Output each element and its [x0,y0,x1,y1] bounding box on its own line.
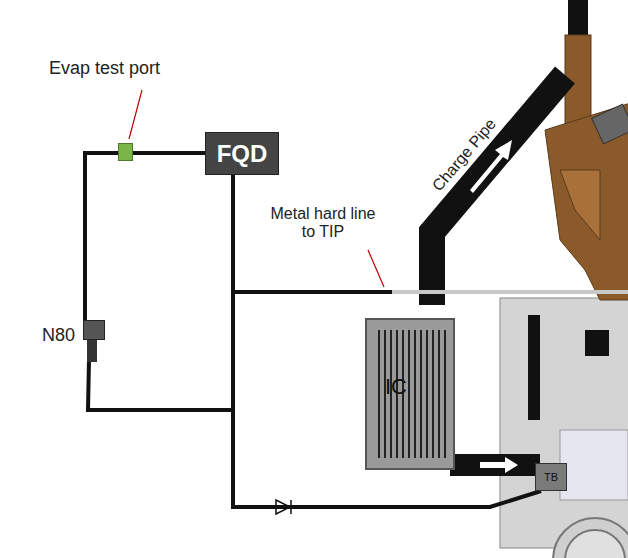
vacuum-line [85,153,118,320]
n80-valve: N80 [83,320,105,340]
grille-fin [444,330,446,458]
wastegate [592,104,628,144]
intercooler-grille [367,320,453,468]
intercooler: IC [365,318,455,470]
node-label: N80 [42,325,75,346]
vacuum-line [133,151,205,155]
line-label: Metal hard line to TIP [262,205,384,242]
turbo-housing [545,100,628,300]
fqd-valve: FQD [205,132,279,175]
metal-hard-line [392,290,628,294]
charge-pipe [432,75,565,305]
throttle-body: TB [535,463,567,491]
test-port: Evap test port [118,143,133,161]
engine-detail [528,315,540,420]
engine-detail [585,330,609,356]
engine-block [500,298,628,548]
node-label: Evap test port [49,58,160,79]
node-label: IC [385,374,407,399]
vacuum-line [233,290,392,294]
valve-stem [87,340,97,362]
grille-fin [432,330,434,458]
boost-pipe [450,454,540,476]
grille-fin [426,330,428,458]
grille-fin [408,330,410,458]
grille-fin [420,330,422,458]
flow-arrow [480,457,518,473]
pulley [553,518,628,558]
turbo-housing [560,170,600,240]
leader-line [129,90,142,139]
vacuum-line [88,175,233,410]
node-label: FQD [217,140,268,168]
turbo-inlet [568,0,588,40]
node-label: TB [544,471,558,484]
grille-fin [378,330,380,458]
leader-line [368,250,384,287]
engine-detail [560,430,628,500]
pulley [565,530,625,558]
grille-fin [438,330,440,458]
vacuum-line [233,175,541,507]
grille-fin [414,330,416,458]
